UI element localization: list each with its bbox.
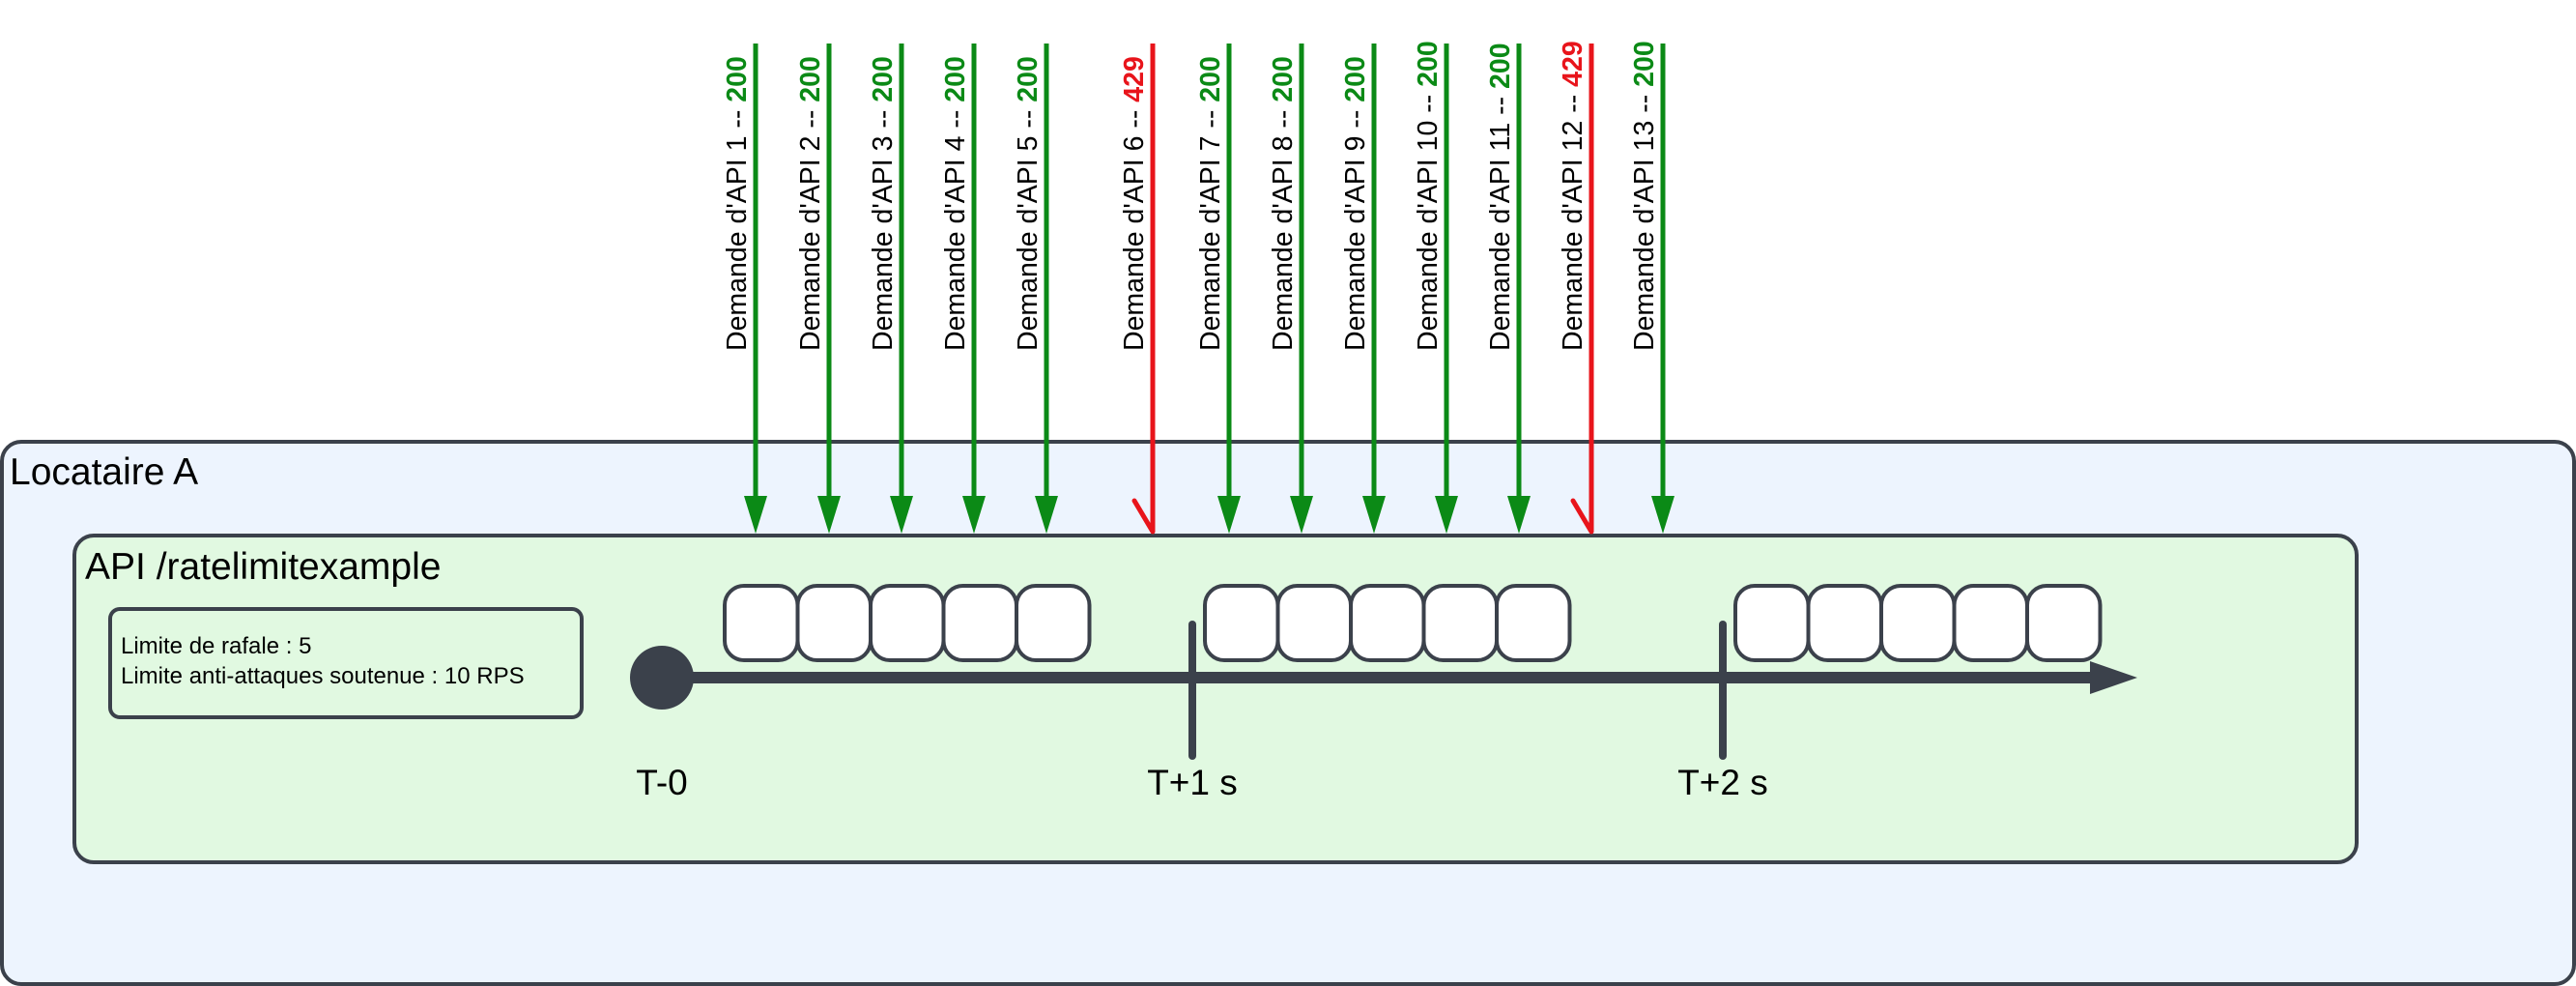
request-arrow: Demande d'API 11 -- 200: [1485, 43, 1531, 534]
request-label: Demande d'API 1 -- 200: [722, 56, 753, 351]
token: [2025, 584, 2103, 662]
request-arrow: Demande d'API 10 -- 200: [1413, 41, 1458, 534]
token: [1495, 584, 1572, 662]
request-label: Demande d'API 6 -- 429: [1119, 56, 1150, 351]
status-code: 200: [940, 56, 971, 102]
request-name: Demande d'API 9 --: [1340, 102, 1371, 351]
status-code: 200: [722, 56, 753, 102]
rejected-arrow-barb: [1570, 498, 1594, 535]
request-arrow: Demande d'API 12 -- 429: [1558, 41, 1594, 535]
request-label: Demande d'API 3 -- 200: [868, 56, 899, 351]
status-code: 200: [1013, 56, 1044, 102]
limits-box: [108, 607, 584, 719]
request-name: Demande d'API 5 --: [1013, 102, 1044, 351]
request-name: Demande d'API 12 --: [1558, 87, 1589, 351]
request-arrow: Demande d'API 7 -- 200: [1195, 44, 1241, 534]
request-label: Demande d'API 11 -- 200: [1485, 43, 1516, 351]
request-name: Demande d'API 13 --: [1629, 87, 1660, 351]
status-code: 429: [1119, 56, 1150, 102]
token: [1015, 584, 1092, 662]
token: [1733, 584, 1811, 662]
timeline-start-dot: [630, 646, 694, 710]
request-name: Demande d'API 7 --: [1195, 102, 1226, 351]
status-code: 200: [1629, 41, 1660, 87]
request-arrow: Demande d'API 2 -- 200: [795, 44, 841, 534]
arrowhead-icon: [962, 496, 986, 534]
token-group: [1733, 584, 2103, 662]
token: [795, 584, 873, 662]
request-name: Demande d'API 1 --: [722, 102, 753, 351]
status-code: 200: [1195, 56, 1226, 102]
token-group: [1203, 584, 1572, 662]
arrowhead-icon: [1362, 496, 1386, 534]
timeline-arrowhead: [2090, 661, 2137, 694]
api-label: API /ratelimitexample: [85, 546, 441, 588]
status-code: 200: [1413, 41, 1444, 87]
request-name: Demande d'API 6 --: [1119, 102, 1150, 351]
status-code: 429: [1558, 41, 1589, 87]
status-code: 200: [868, 56, 899, 102]
arrowhead-icon: [1507, 496, 1531, 534]
arrowhead-icon: [744, 496, 767, 534]
token: [941, 584, 1018, 662]
token: [1421, 584, 1499, 662]
token: [1275, 584, 1353, 662]
token-group: [723, 584, 1092, 662]
rejected-arrow-barb: [1131, 498, 1156, 535]
token: [1203, 584, 1280, 662]
timeline: T-0 T+1 s T+2 s: [630, 584, 2137, 802]
arrowhead-icon: [1290, 496, 1313, 534]
request-label: Demande d'API 10 -- 200: [1413, 41, 1444, 351]
request-arrow: Demande d'API 9 -- 200: [1340, 44, 1386, 534]
arrowhead-icon: [817, 496, 841, 534]
tick-label: T+2 s: [1677, 763, 1768, 802]
status-code: 200: [1485, 43, 1516, 89]
token: [1879, 584, 1957, 662]
request-label: Demande d'API 12 -- 429: [1558, 41, 1589, 351]
arrowhead-icon: [890, 496, 913, 534]
request-name: Demande d'API 3 --: [868, 102, 899, 351]
tick-label: T-0: [636, 763, 687, 802]
request-arrow: Demande d'API 5 -- 200: [1013, 44, 1058, 534]
arrowhead-icon: [1035, 496, 1058, 534]
request-label: Demande d'API 4 -- 200: [940, 56, 971, 351]
request-label: Demande d'API 8 -- 200: [1268, 56, 1299, 351]
token: [1952, 584, 2029, 662]
arrowhead-icon: [1651, 496, 1674, 534]
request-arrow: Demande d'API 6 -- 429: [1119, 44, 1156, 535]
token: [1806, 584, 1883, 662]
request-arrow: Demande d'API 13 -- 200: [1629, 41, 1674, 534]
token: [1349, 584, 1426, 662]
request-arrow: Demande d'API 1 -- 200: [722, 44, 767, 534]
token: [723, 584, 800, 662]
request-name: Demande d'API 11 --: [1485, 89, 1516, 351]
request-arrow: Demande d'API 8 -- 200: [1268, 44, 1313, 534]
request-name: Demande d'API 4 --: [940, 102, 971, 351]
tenant-label: Locataire A: [10, 451, 198, 493]
request-label: Demande d'API 5 -- 200: [1013, 56, 1044, 351]
request-name: Demande d'API 10 --: [1413, 87, 1444, 351]
arrowhead-icon: [1217, 496, 1241, 534]
token: [869, 584, 946, 662]
status-code: 200: [795, 56, 826, 102]
request-arrow: Demande d'API 3 -- 200: [868, 44, 913, 534]
sustained-limit-text: Limite anti-attaques soutenue : 10 RPS: [121, 663, 525, 689]
status-code: 200: [1340, 56, 1371, 102]
tick-label: T+1 s: [1147, 763, 1238, 802]
request-name: Demande d'API 2 --: [795, 102, 826, 351]
request-name: Demande d'API 8 --: [1268, 102, 1299, 351]
status-code: 200: [1268, 56, 1299, 102]
request-label: Demande d'API 9 -- 200: [1340, 56, 1371, 351]
arrowhead-icon: [1435, 496, 1458, 534]
request-label: Demande d'API 7 -- 200: [1195, 56, 1226, 351]
request-arrow: Demande d'API 4 -- 200: [940, 44, 986, 534]
request-label: Demande d'API 2 -- 200: [795, 56, 826, 351]
request-label: Demande d'API 13 -- 200: [1629, 41, 1660, 351]
burst-limit-text: Limite de rafale : 5: [121, 633, 311, 659]
